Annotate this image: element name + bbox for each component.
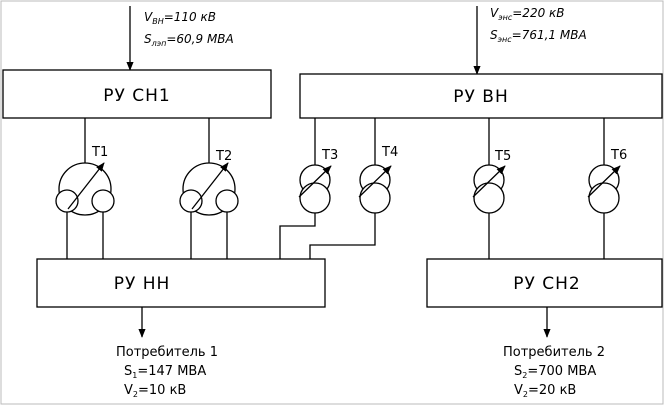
ru-sn1-box [2, 69, 272, 119]
t4-label: T4 [381, 145, 398, 160]
consumer1-title: Потребитель 1 [116, 345, 218, 360]
input-right-power: Sэнс=761,1 МВА [490, 28, 587, 44]
t5-label: T5 [494, 149, 511, 164]
t1-label: T1 [91, 145, 108, 160]
transformer-t1: T1 [55, 118, 115, 259]
ru-vn-box [299, 73, 663, 119]
consumer2-voltage: V2=20 кВ [514, 383, 576, 399]
input-right-voltage: Vэнс=220 кВ [490, 6, 565, 22]
transformer-t4: T4 [309, 118, 398, 259]
input-left-voltage: VВН=110 кВ [144, 10, 216, 26]
consumer1-power: S1=147 МВА [124, 364, 206, 380]
t3-label: T3 [321, 148, 338, 163]
ru-sn1-label: РУ СН1 [103, 86, 170, 106]
ru-sn2-label: РУ СН2 [513, 274, 580, 294]
ru-vn-label: РУ ВН [453, 87, 508, 107]
t6-label: T6 [610, 148, 627, 163]
ru-nn-label: РУ НН [114, 274, 171, 294]
transformer-t5: T5 [472, 118, 511, 259]
t2-label: T2 [215, 149, 232, 164]
consumer1-voltage: V2=10 кВ [124, 383, 186, 399]
ru-nn-box [36, 258, 326, 308]
consumer2-title: Потребитель 2 [503, 345, 605, 360]
ru-sn2-box [426, 258, 663, 308]
input-left-power: Sлэп=60,9 МВА [144, 32, 234, 48]
transformer-t6: T6 [587, 118, 627, 259]
transformer-t3: T3 [279, 118, 338, 259]
consumer2-power: S2=700 МВА [514, 364, 596, 380]
transformer-t2: T2 [179, 118, 239, 259]
